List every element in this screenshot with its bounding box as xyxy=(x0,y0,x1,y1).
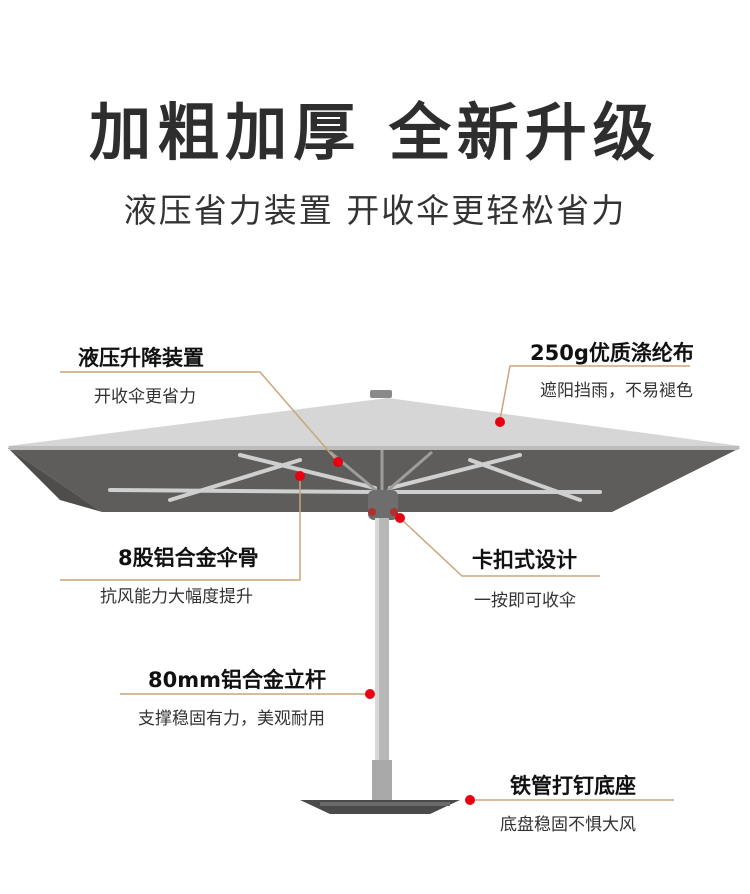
feature-base-title: 铁管打钉底座 xyxy=(510,774,636,798)
feature-fabric-desc: 遮阳挡雨，不易褪色 xyxy=(540,381,693,401)
feature-base-desc: 底盘稳固不惧大风 xyxy=(500,815,636,835)
feature-clip-desc: 一按即可收伞 xyxy=(474,591,576,611)
feature-pole-desc: 支撑稳固有力，美观耐用 xyxy=(138,709,325,729)
feature-hydraulic-desc: 开收伞更省力 xyxy=(94,387,196,407)
feature-hydraulic-title: 液压升降装置 xyxy=(78,346,204,370)
feature-pole-title: 80mm铝合金立杆 xyxy=(148,668,326,692)
canopy-underside xyxy=(8,448,740,512)
leader-lines xyxy=(60,365,690,801)
canopy-top xyxy=(8,398,740,446)
main-title: 加粗加厚 全新升级 xyxy=(89,96,661,169)
subtitle: 液压省力装置 开收伞更轻松省力 xyxy=(123,191,627,230)
feature-clip-title: 卡扣式设计 xyxy=(472,548,577,572)
feature-fabric-title: 250g优质涤纶布 xyxy=(530,341,694,365)
marker-dots xyxy=(295,417,505,805)
feature-ribs-title: 8股铝合金伞骨 xyxy=(118,546,259,570)
feature-ribs-desc: 抗风能力大幅度提升 xyxy=(100,587,253,607)
umbrella-ribs xyxy=(108,453,602,502)
top-cap xyxy=(370,390,392,398)
